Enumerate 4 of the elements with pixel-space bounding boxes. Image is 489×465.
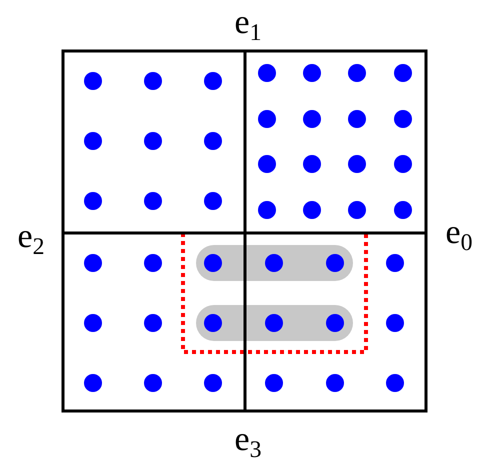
axis-direction-label: e$_{2}$ bbox=[18, 220, 44, 254]
axis-direction-label: e$_{1}$ bbox=[234, 6, 262, 40]
axis-direction-label: e$_{0}$ bbox=[446, 216, 472, 250]
axis-direction-label: e$_{3}$ bbox=[234, 423, 262, 457]
